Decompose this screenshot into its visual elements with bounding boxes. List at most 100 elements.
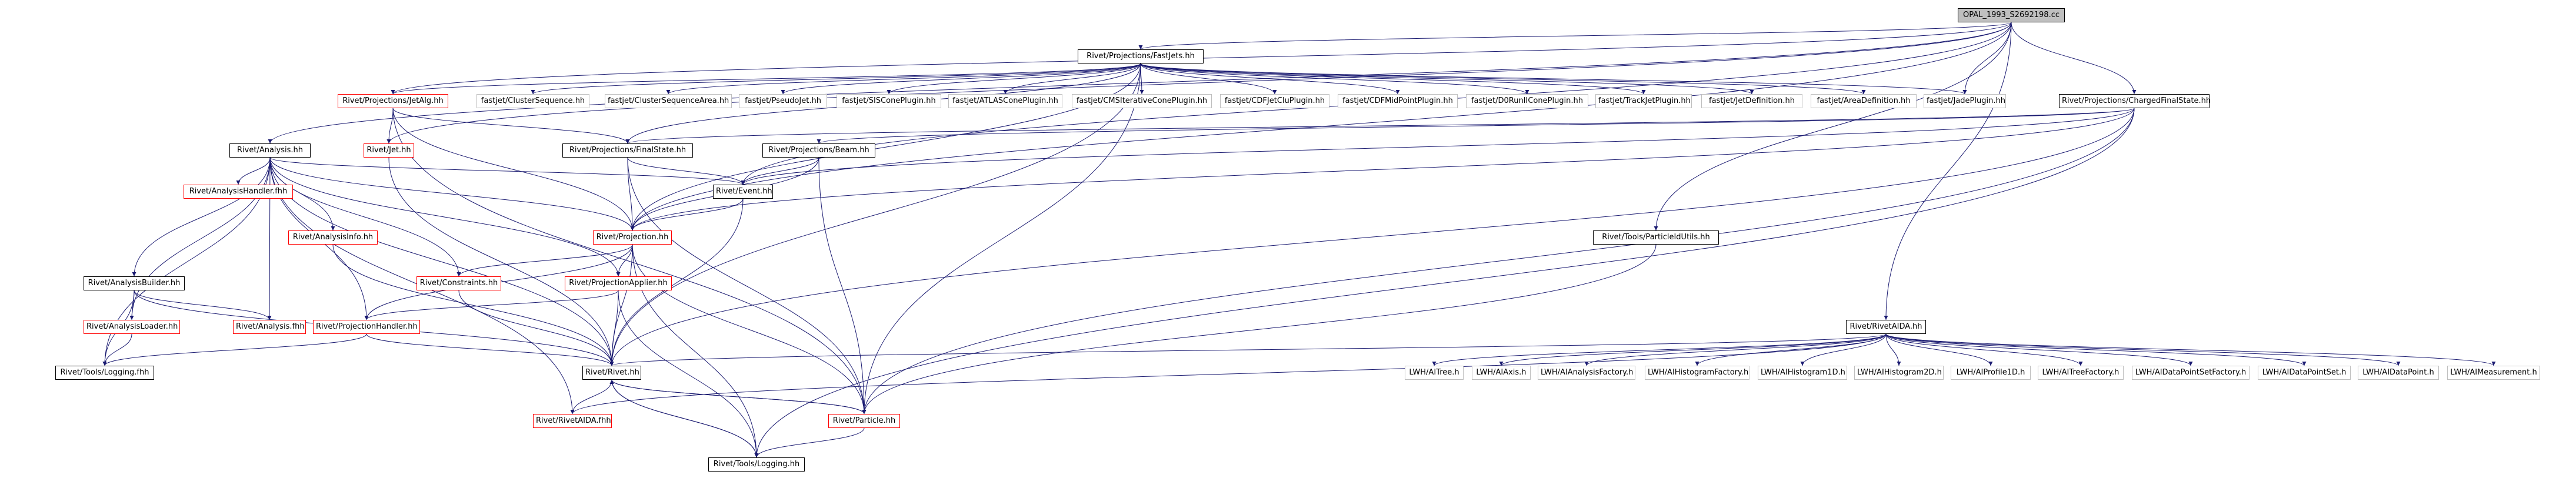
node-jetalg-header[interactable]: Rivet/Projections/JetAlg.hh [338,94,448,108]
node-rivet-header[interactable]: Rivet/Rivet.hh [582,366,641,380]
edge-analysisinfo-to-rivet [332,244,614,366]
edge-constraints-to-rivet [458,290,614,366]
node-analysis-fhh[interactable]: Rivet/Analysis.fhh [233,320,306,334]
edge-rivetaida-to-idatapoint [1885,333,2401,366]
edge-opal-to-analysis [268,22,2012,144]
edge-opal-to-rivetaida [1884,22,2012,320]
node-aihistogram2d-header[interactable]: LWH/AIHistogram2D.h [1854,366,1944,380]
edge-finalstate-to-projection [627,157,635,231]
edge-rivetaida-to-imeasurement [1885,333,2496,366]
edge-analysis-to-projection [269,157,635,231]
edge-rivetaida-to-itree [1432,333,1887,366]
edge-analysis-to-constraints [269,157,461,277]
node-beam-header[interactable]: Rivet/Projections/Beam.hh [762,143,875,158]
node-aidatapointset-header[interactable]: LWH/AIDataPointSet.h [2258,366,2351,380]
edge-particleidutils-to-particle [862,244,1657,415]
edge-fastjets-to-trackjet [1140,63,1646,95]
edge-rivetaida-to-rivetaidafhh [570,333,1887,415]
edge-chargedfs-to-rivet [609,108,2135,366]
node-trackjetplugin-header[interactable]: fastjet/TrackJetPlugin.hh [1595,94,1692,108]
node-cdfjetcluplugin-header[interactable]: fastjet/CDFJetCluPlugin.hh [1220,94,1329,108]
node-aiaxis-header[interactable]: LWH/AIAxis.h [1472,366,1531,380]
node-rivetaida-fhh[interactable]: Rivet/RivetAIDA.fhh [533,414,612,428]
edge-projection-to-projapplier [616,244,633,277]
edge-rivetaida-to-idatapointsetfactory [1885,333,2193,366]
edge-projhandler-to-loggingfhh [102,333,367,366]
edge-fastjets-to-clusterseq [531,63,1141,95]
node-constraints-header[interactable]: Rivet/Constraints.hh [416,276,501,290]
node-clustersequence-header[interactable]: fastjet/ClusterSequence.hh [476,94,589,108]
node-pseudojet-header[interactable]: fastjet/PseudoJet.hh [739,94,827,108]
node-finalstate-header[interactable]: Rivet/Projections/FinalState.hh [562,143,693,158]
node-analysishandler-header[interactable]: Rivet/AnalysisHandler.fhh [184,185,293,199]
edge-rivet-to-rivetaidafhh [570,379,612,415]
node-analysisbuilder-header[interactable]: Rivet/AnalysisBuilder.hh [84,276,185,290]
node-tools-logging-fhh[interactable]: Rivet/Tools/Logging.fhh [55,366,154,380]
edge-chargedfs-to-particle [862,108,2135,415]
edge-opal-to-fastjets [1138,22,2012,50]
node-aimeasurement-header[interactable]: LWH/AIMeasurement.h [2447,366,2540,380]
node-analysisinfo-header[interactable]: Rivet/AnalysisInfo.hh [288,230,378,245]
edge-rivetaida-to-idatapointset [1885,333,2307,366]
node-rivetaida-header[interactable]: Rivet/RivetAIDA.hh [1846,320,1926,334]
edge-fastjets-to-jetalg [391,63,1141,95]
node-projection-header[interactable]: Rivet/Projection.hh [593,230,672,245]
node-analysis-header[interactable]: Rivet/Analysis.hh [229,143,311,158]
node-d0runiiconeplugin-header[interactable]: fastjet/D0RunIIConePlugin.hh [1466,94,1588,108]
edge-fastjets-to-pseudojet [781,63,1141,95]
node-tools-logging-header[interactable]: Rivet/Tools/Logging.hh [708,457,805,472]
node-cdfmidpointplugin-header[interactable]: fastjet/CDFMidPointPlugin.hh [1338,94,1458,108]
node-event-header[interactable]: Rivet/Event.hh [713,185,773,199]
edge-rivetaida-to-iaxis [1499,333,1887,366]
edge-chargedfs-to-finalstate [626,108,2135,144]
node-aidatapoint-header[interactable]: LWH/AIDataPoint.h [2358,366,2439,380]
node-aidatapointsetfactory-header[interactable]: LWH/AIDataPointSetFactory.h [2132,366,2250,380]
edge-opal-to-jade [1962,22,2012,95]
node-aitree-header[interactable]: LWH/AITree.h [1405,366,1464,380]
edge-analysis-to-event [269,157,745,185]
edge-opal-to-chargedfs [2011,22,2137,95]
edge-projapplier-to-rivet [609,290,619,366]
node-clustersequencearea-header[interactable]: fastjet/ClusterSequenceArea.hh [605,94,732,108]
node-fastjets-header[interactable]: Rivet/Projections/FastJets.hh [1078,49,1204,63]
node-particleidutils-header[interactable]: Rivet/Tools/ParticleIdUtils.hh [1593,230,1719,245]
node-jadeplugin-header[interactable]: fastjet/JadePlugin.hh [1924,94,2006,108]
edge-finalstate-to-particle [627,157,867,415]
node-jetdefinition-header[interactable]: fastjet/JetDefinition.hh [1701,94,1802,108]
node-jet-header[interactable]: Rivet/Jet.hh [364,143,414,158]
edge-rivetaida-to-ihistogram1d [1800,333,1887,366]
node-sisconeplugin-header[interactable]: fastjet/SISConePlugin.hh [837,94,941,108]
node-analysisloader-header[interactable]: Rivet/AnalysisLoader.hh [84,320,180,334]
node-aianalysisfactory-header[interactable]: LWH/AIAnalysisFactory.h [1538,366,1635,380]
edge-opal-to-particleidutils [1654,22,2012,231]
node-particle-header[interactable]: Rivet/Particle.hh [828,414,900,428]
node-cmsiterativeconeplugin-header[interactable]: fastjet/CMSIterativeConePlugin.hh [1072,94,1212,108]
edge-rivetaida-to-ihistogram2d [1885,333,1901,366]
node-chargedfinalstate-header[interactable]: Rivet/Projections/ChargedFinalState.hh [2059,94,2211,108]
edge-finalstate-to-event [627,157,745,185]
edge-projhandler-to-rivet [366,333,614,366]
edge-projapplier-to-projhandler [364,290,619,320]
edge-event-to-rivet [609,198,744,366]
edge-analysis-to-analysishandler [236,157,271,185]
edge-fastjets-to-cdfjetclu [1140,63,1277,95]
edge-analysis-to-analysisbuilder [132,157,271,277]
node-atlasconeplugin-header[interactable]: fastjet/ATLASConePlugin.hh [948,94,1062,108]
edge-fastjets-to-clusterseqarea [666,63,1141,95]
node-aitreefactory-header[interactable]: LWH/AITreeFactory.h [2038,366,2124,380]
edge-beam-to-particle [818,157,867,415]
node-aiprofile1d-header[interactable]: LWH/AIProfile1D.h [1951,366,2031,380]
edge-fastjets-to-jetdef [1140,63,1754,95]
edge-rivetaida-to-ianalysisfactory [1584,333,1887,366]
node-areadefinition-header[interactable]: fastjet/AreaDefinition.hh [1811,94,1917,108]
node-aihistogramfactory-header[interactable]: LWH/AIHistogramFactory.h [1645,366,1749,380]
edge-rivetaida-to-ihistogramfactory [1695,333,1887,366]
node-projectionhandler-header[interactable]: Rivet/ProjectionHandler.hh [313,320,420,334]
node-projectionapplier-header[interactable]: Rivet/ProjectionApplier.hh [565,276,672,290]
edge-projection-to-constraints [456,244,633,277]
node-aihistogram1d-header[interactable]: LWH/AIHistogram1D.h [1758,366,1847,380]
edge-analysis-to-projapplier [269,157,621,277]
edge-rivetaida-to-rivet [610,333,1887,366]
edge-projection-to-particle [632,244,867,415]
node-opal-source-file[interactable]: OPAL_1993_S2692198.cc [1958,8,2065,22]
